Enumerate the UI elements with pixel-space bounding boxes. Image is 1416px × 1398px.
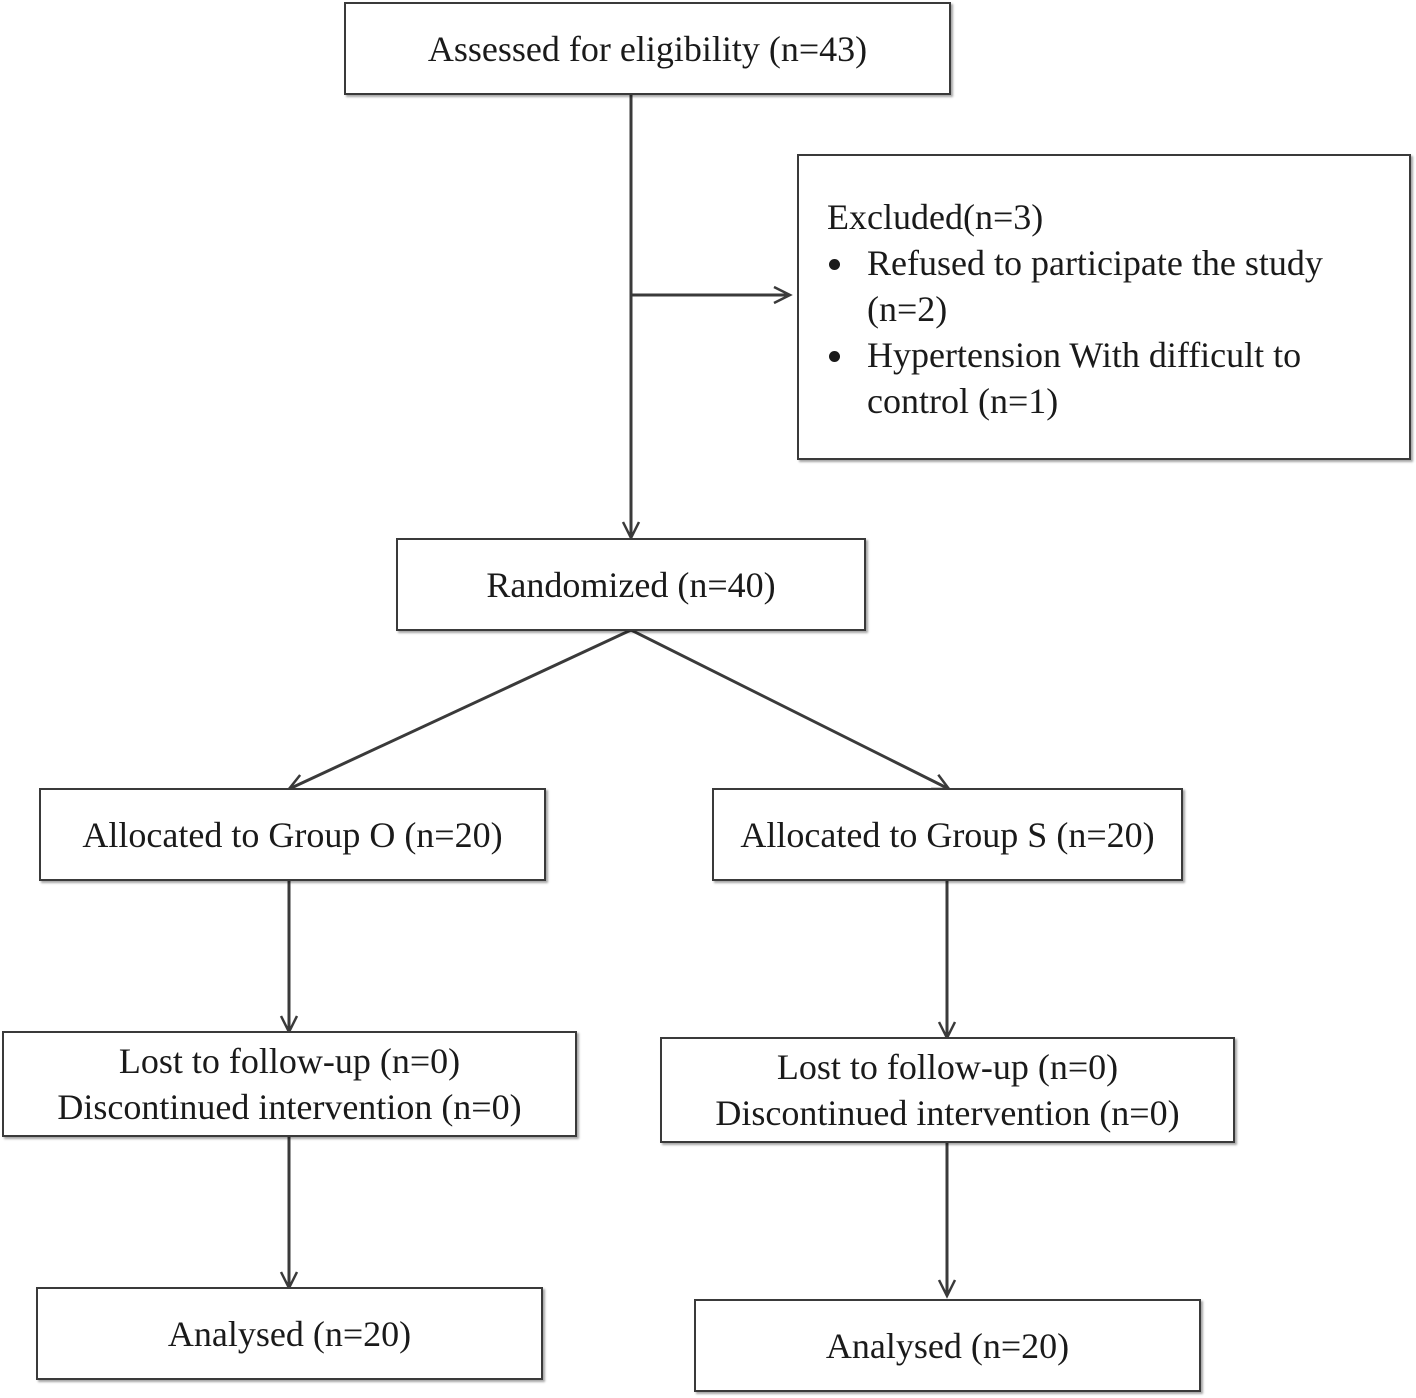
followup-o-box: Lost to follow-up (n=0) Discontinued int… (2, 1031, 577, 1137)
group-s-label: Allocated to Group S (n=20) (740, 814, 1155, 855)
excluded-box: Excluded(n=3) Refused to participate the… (797, 154, 1411, 460)
analysed-s-label: Analysed (n=20) (825, 1325, 1070, 1366)
excluded-reason-item: Hypertension With difficult to control (… (827, 332, 1367, 424)
analysed-o-label: Analysed (n=20) (167, 1313, 412, 1354)
randomized-box: Randomized (n=40) (396, 538, 866, 631)
followup-o-lost: Lost to follow-up (n=0) (118, 1041, 461, 1081)
analysed-o-box: Analysed (n=20) (36, 1287, 543, 1380)
assessed-label: Assessed for eligibility (n=43) (427, 28, 868, 69)
arrow-randomized-to-group-o (286, 628, 632, 791)
followup-s-box: Lost to follow-up (n=0) Discontinued int… (660, 1037, 1235, 1143)
group-s-box: Allocated to Group S (n=20) (712, 788, 1183, 881)
followup-o-discontinued: Discontinued intervention (n=0) (57, 1087, 522, 1127)
assessed-box: Assessed for eligibility (n=43) (344, 2, 951, 95)
analysed-s-box: Analysed (n=20) (694, 1299, 1201, 1392)
arrow-randomized-to-group-s (630, 628, 952, 791)
followup-s-discontinued: Discontinued intervention (n=0) (715, 1093, 1180, 1133)
group-o-label: Allocated to Group O (n=20) (82, 814, 503, 855)
followup-s-lost: Lost to follow-up (n=0) (776, 1047, 1119, 1087)
randomized-label: Randomized (n=40) (486, 564, 776, 605)
excluded-title: Excluded(n=3) (827, 197, 1044, 237)
group-o-box: Allocated to Group O (n=20) (39, 788, 546, 881)
excluded-reason-item: Refused to participate the study (n=2) (827, 240, 1367, 332)
excluded-reason-list: Refused to participate the study (n=2) H… (827, 240, 1367, 424)
